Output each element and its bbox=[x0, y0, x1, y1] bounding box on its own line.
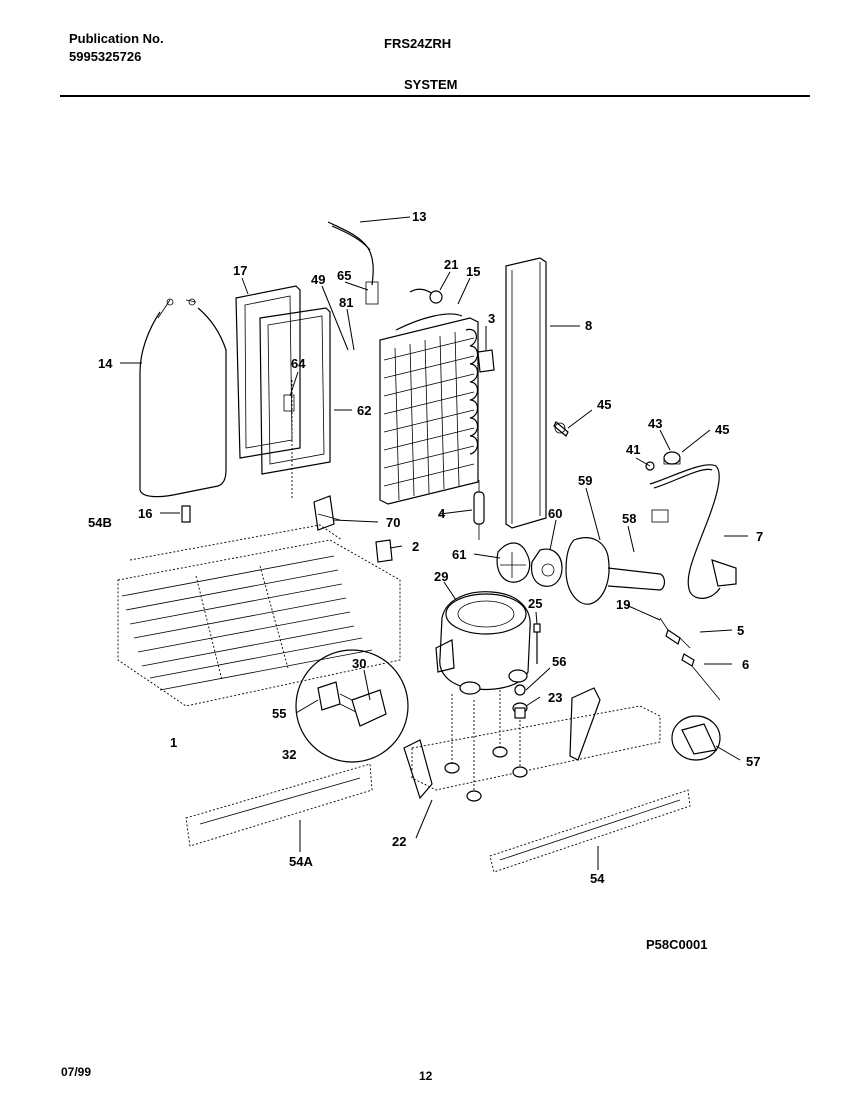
part-61-fan-blade bbox=[496, 542, 531, 583]
part-54-rail bbox=[489, 789, 691, 873]
callout-64: 64 bbox=[291, 356, 306, 371]
callout-54B: 54B bbox=[88, 515, 112, 530]
part-2-clip bbox=[375, 539, 393, 563]
part-56-grommet bbox=[514, 684, 526, 696]
part-3-bracket bbox=[477, 349, 495, 373]
callout-54: 54 bbox=[590, 871, 605, 886]
part-59-fan-shroud bbox=[565, 537, 666, 605]
part-17-evaporator-cover bbox=[235, 285, 331, 500]
leader-lines bbox=[120, 216, 748, 870]
footer-date: 07/99 bbox=[61, 1065, 92, 1079]
callout-17: 17 bbox=[233, 263, 247, 278]
callout-6: 6 bbox=[742, 657, 749, 672]
callout-16: 16 bbox=[138, 506, 152, 521]
callout-19: 19 bbox=[616, 597, 630, 612]
callout-59: 59 bbox=[578, 473, 592, 488]
callout-45-upper: 45 bbox=[597, 397, 611, 412]
header-rule bbox=[60, 95, 810, 97]
callout-43: 43 bbox=[648, 416, 662, 431]
publication-number: 5995325726 bbox=[69, 49, 142, 64]
callout-8: 8 bbox=[585, 318, 592, 333]
part-15-evaporator-coil bbox=[379, 288, 479, 505]
page-number: 12 bbox=[419, 1069, 433, 1083]
callout-70: 70 bbox=[386, 515, 400, 530]
part-60-fan-motor bbox=[530, 548, 563, 587]
callout-4: 4 bbox=[438, 506, 446, 521]
callout-56: 56 bbox=[552, 654, 566, 669]
callout-81: 81 bbox=[339, 295, 353, 310]
callout-21: 21 bbox=[444, 257, 458, 272]
callout-3: 3 bbox=[488, 311, 495, 326]
section-title: SYSTEM bbox=[404, 77, 458, 92]
callout-60: 60 bbox=[548, 506, 562, 521]
callout-2: 2 bbox=[412, 539, 419, 554]
callout-41: 41 bbox=[626, 442, 640, 457]
model-number: FRS24ZRH bbox=[384, 36, 452, 51]
callout-7: 7 bbox=[756, 529, 763, 544]
part-54A-rail bbox=[185, 763, 373, 847]
callout-30: 30 bbox=[352, 656, 366, 671]
callout-54A: 54A bbox=[289, 854, 313, 869]
part-30-55-inset bbox=[295, 649, 409, 763]
publication-label: Publication No. bbox=[69, 31, 164, 46]
callout-58: 58 bbox=[622, 511, 636, 526]
part-14-heater-loop bbox=[139, 298, 227, 498]
callout-45-right: 45 bbox=[715, 422, 729, 437]
part-25-bolt bbox=[533, 623, 541, 664]
callout-14: 14 bbox=[98, 356, 113, 371]
part-1-condenser bbox=[117, 524, 401, 707]
callout-22: 22 bbox=[392, 834, 406, 849]
part-13-capillary bbox=[327, 221, 379, 305]
callout-61: 61 bbox=[452, 547, 466, 562]
callout-1: 1 bbox=[170, 735, 177, 750]
part-23-spacer bbox=[512, 702, 528, 719]
part-16-spacer bbox=[181, 505, 191, 523]
callout-65: 65 bbox=[337, 268, 351, 283]
part-7-power-cord bbox=[649, 464, 737, 599]
callout-5: 5 bbox=[737, 623, 744, 638]
callout-25: 25 bbox=[528, 596, 542, 611]
part-6-fitting bbox=[681, 653, 721, 701]
part-45-screw bbox=[553, 421, 569, 437]
callout-29: 29 bbox=[434, 569, 448, 584]
callout-23: 23 bbox=[548, 690, 562, 705]
part-41-clip bbox=[645, 461, 655, 471]
part-29-compressor bbox=[435, 591, 531, 695]
callout-62: 62 bbox=[357, 403, 371, 418]
callout-32: 32 bbox=[282, 747, 296, 762]
callout-15: 15 bbox=[466, 264, 480, 279]
part-5-valve bbox=[659, 617, 691, 649]
part-43-cap bbox=[663, 451, 681, 465]
part-4-drier bbox=[473, 480, 485, 540]
callout-55: 55 bbox=[272, 706, 286, 721]
callout-49: 49 bbox=[311, 272, 325, 287]
callout-13: 13 bbox=[412, 209, 426, 224]
part-22-base-plate bbox=[403, 687, 661, 802]
part-57-guard bbox=[671, 715, 721, 761]
callout-57: 57 bbox=[746, 754, 760, 769]
part-8-channel bbox=[505, 257, 547, 529]
part-70-bracket bbox=[313, 495, 341, 531]
diagram-code: P58C0001 bbox=[646, 937, 708, 952]
callout-labels: 13 17 49 65 21 15 81 3 8 14 64 62 45 43 … bbox=[88, 209, 763, 886]
